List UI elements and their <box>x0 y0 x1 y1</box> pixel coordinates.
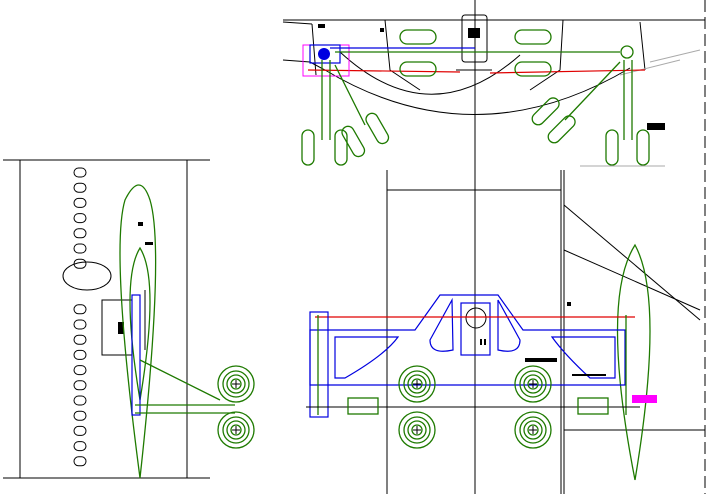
window <box>73 380 87 391</box>
window <box>73 410 87 421</box>
window <box>73 365 87 376</box>
front-view <box>282 0 706 494</box>
window <box>73 425 87 436</box>
window <box>73 228 87 239</box>
window <box>73 395 87 406</box>
wheel <box>398 365 436 403</box>
window <box>73 334 87 345</box>
window <box>73 456 87 467</box>
window <box>73 441 87 452</box>
wheel <box>217 411 255 449</box>
wheel <box>217 365 255 403</box>
window <box>73 167 87 178</box>
window <box>73 304 87 315</box>
side-view <box>3 159 235 479</box>
wheel <box>514 411 552 449</box>
window <box>73 197 87 208</box>
window <box>73 182 87 193</box>
wheel <box>514 365 552 403</box>
window <box>73 243 87 254</box>
window <box>73 319 87 330</box>
window <box>73 213 87 224</box>
plan-view <box>306 170 705 494</box>
wheel <box>398 411 436 449</box>
window <box>73 349 87 360</box>
wheel-group <box>217 365 552 449</box>
